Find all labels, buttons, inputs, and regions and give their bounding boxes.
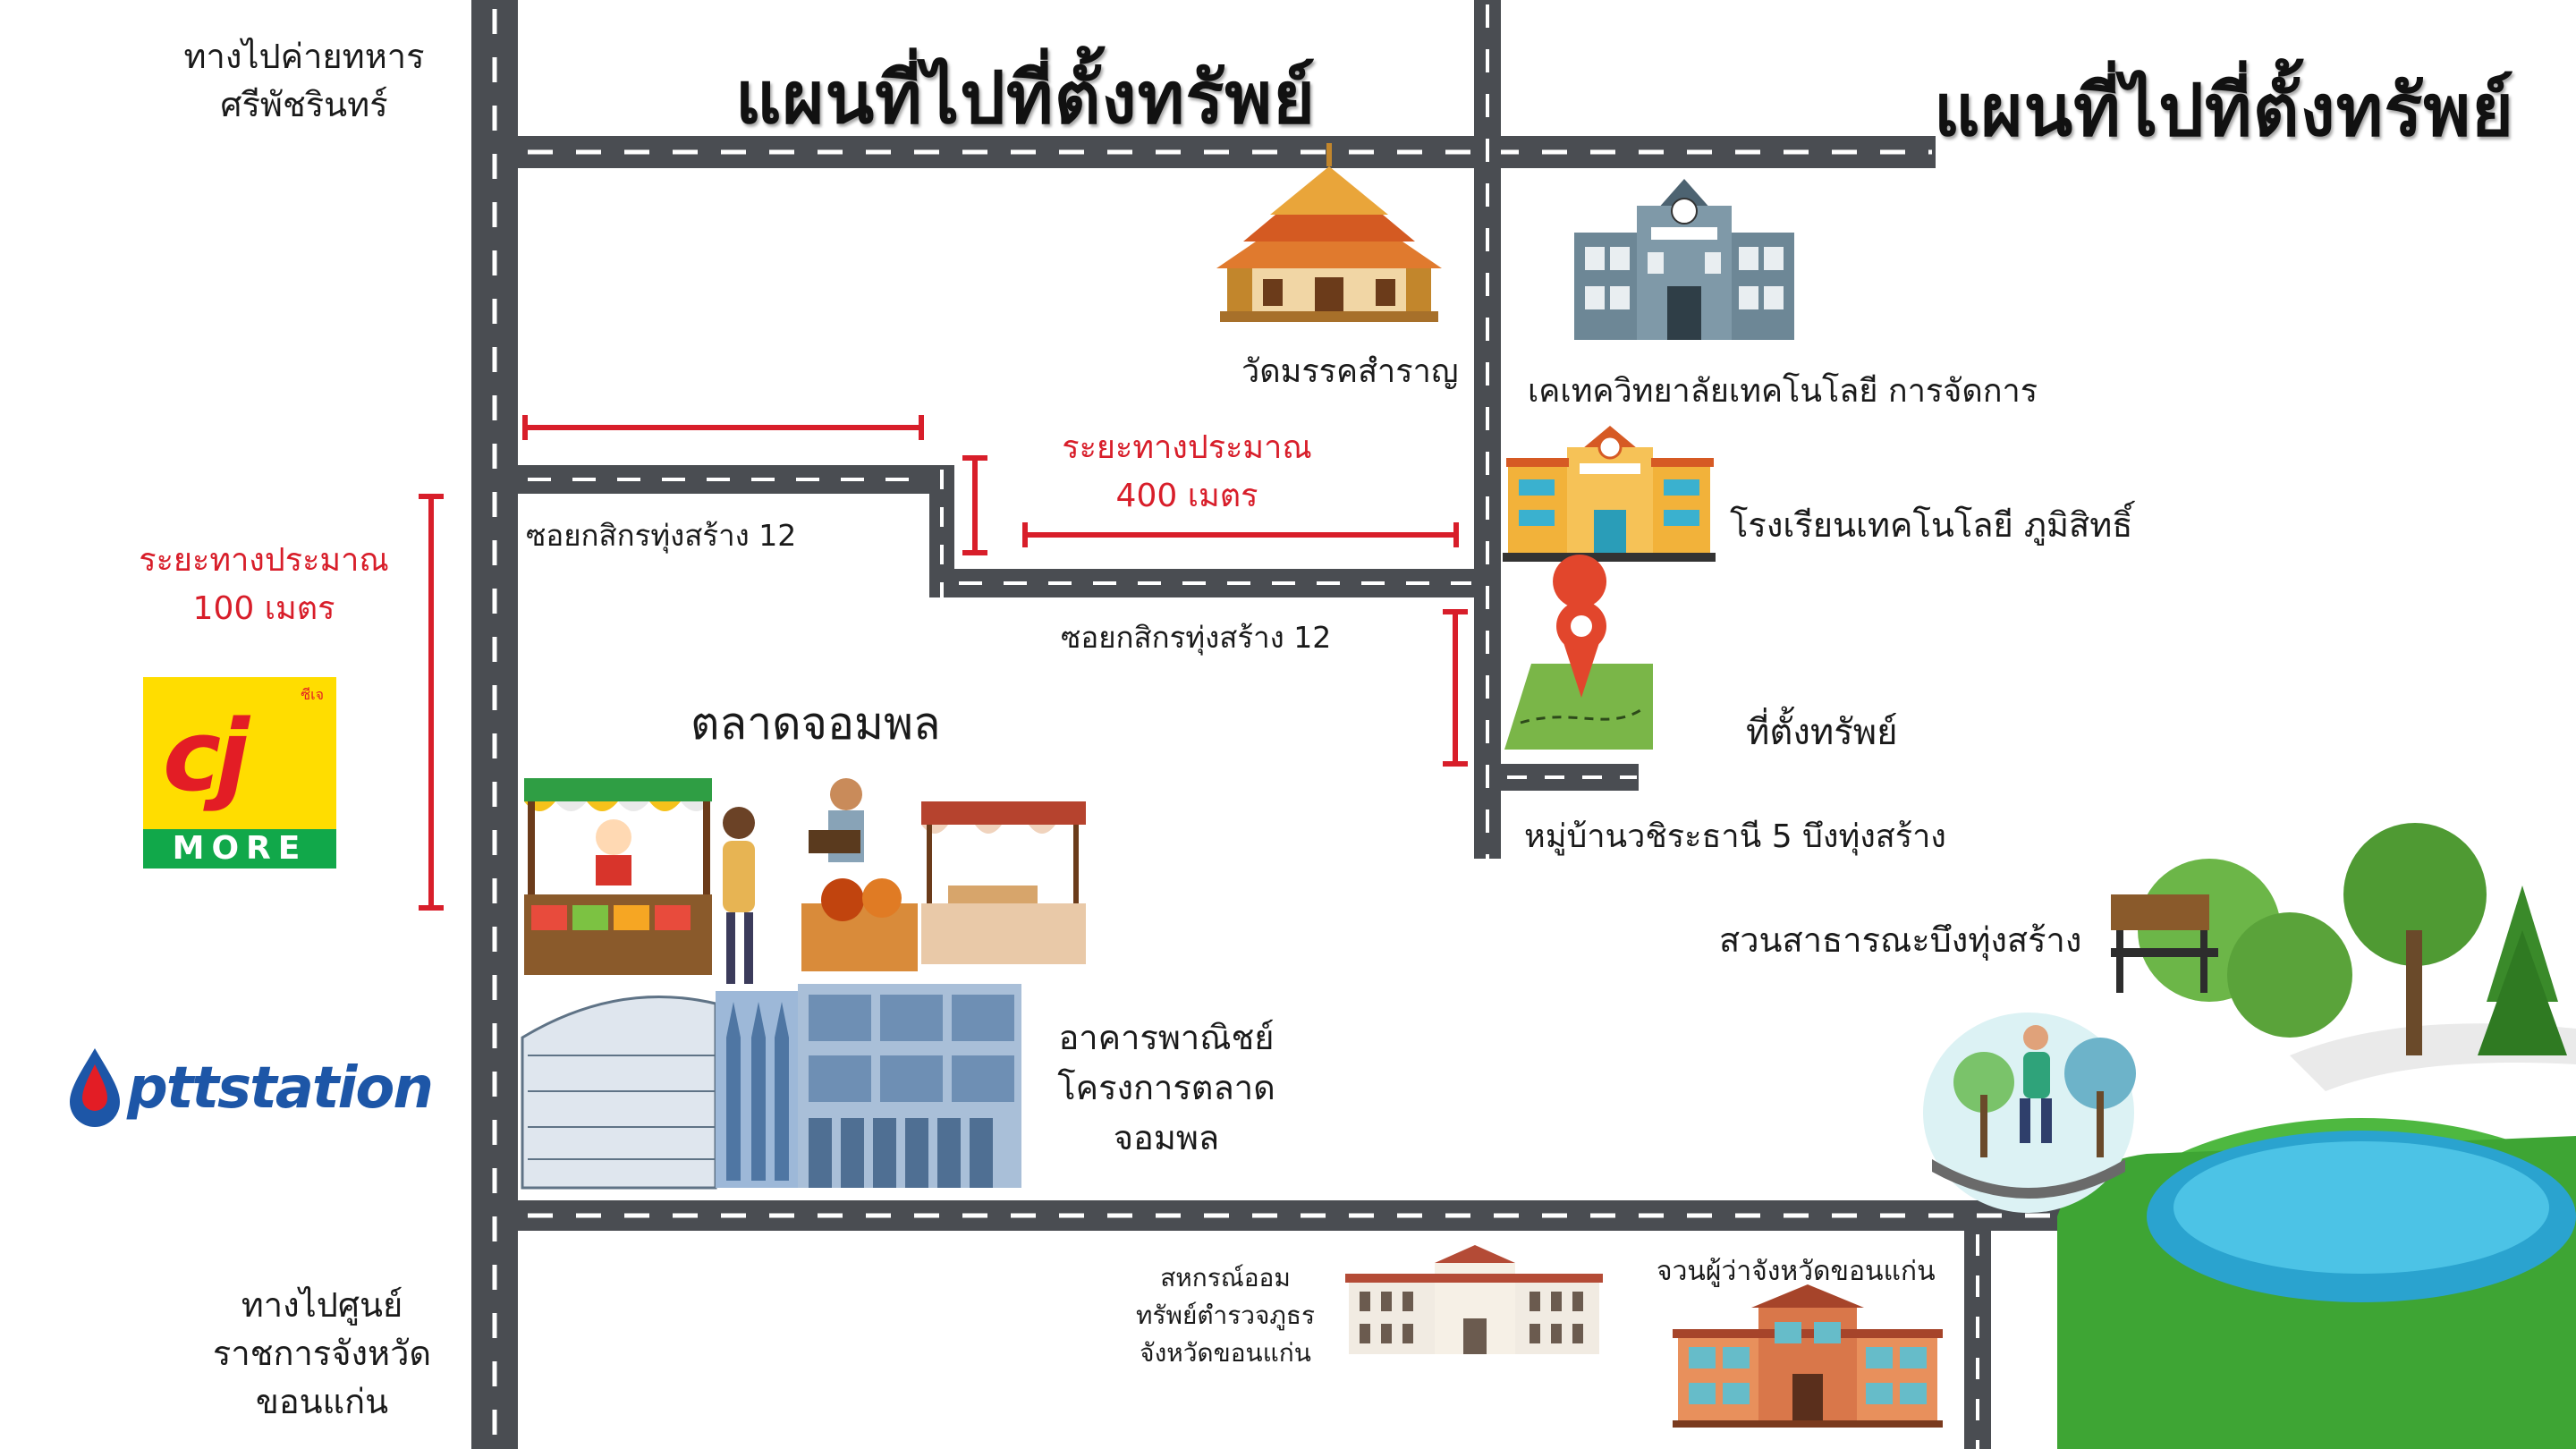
commercial-line2: โครงการตลาด [1057, 1068, 1275, 1107]
distance-marker-upper-vertical [962, 455, 987, 555]
ptt-drop-icon [70, 1048, 120, 1127]
ptt-station-text: pttstation [127, 1055, 434, 1122]
place-label-village: หมู่บ้านวชิระธานี 5 บึงทุ่งสร้าง [1524, 818, 1946, 855]
place-label-school: โรงเรียนเทคโนโลยี ภูมิสิทธิ์ [1730, 505, 2133, 545]
place-label-college: เคเทควิทยาลัยเทคโนโลยี การจัดการ [1528, 373, 2038, 410]
coop-line3: จังหวัดขอนแก่น [1140, 1338, 1311, 1368]
market-illustration [524, 778, 1086, 984]
place-label-temple: วัดมรรคสำราญ [1241, 353, 1459, 390]
direction-to-government-line2: ราชการจังหวัด [212, 1334, 432, 1373]
place-label-commercial: อาคารพาณิชย์ โครงการตลาด จอมพล [1041, 1013, 1292, 1163]
direction-to-camp-line1: ทางไปค่ายทหาร [183, 37, 425, 76]
distance-400m-line1: ระยะทางประมาณ [1062, 429, 1312, 466]
distance-marker-400m [1022, 522, 1459, 547]
cj-more-logo: ซีเจ cj MORE [143, 677, 336, 869]
distance-label-100m: ระยะทางประมาณ 100 เมตร [125, 537, 402, 633]
direction-to-government-line3: ขอนแก่น [255, 1382, 389, 1421]
distance-100m-line1: ระยะทางประมาณ [139, 542, 389, 579]
distance-marker-property-vertical [1443, 609, 1468, 767]
cooperative-building-icon [1345, 1245, 1603, 1354]
road-soi-lower [954, 569, 1474, 597]
map-title-left: แผนที่ไปที่ตั้งทรัพย์ [735, 56, 1316, 140]
road-property-stub [1501, 764, 1639, 791]
place-label-property: ที่ตั้งทรัพย์ [1746, 712, 1898, 753]
commercial-line3: จอมพล [1113, 1118, 1220, 1157]
road-bottom-vertical [1964, 1231, 1991, 1449]
road-network [471, 0, 2074, 1449]
distance-marker-100m [419, 494, 444, 911]
road-bottom-horizontal [518, 1200, 2074, 1231]
road-middle-vertical [1474, 0, 1501, 859]
college-icon [1574, 179, 1794, 340]
coop-line2: ทรัพย์ตำรวจภูธร [1135, 1301, 1316, 1330]
road-soi-connector [929, 465, 954, 597]
cj-thai-text: ซีเจ [301, 686, 324, 703]
direction-to-camp: ทางไปค่ายทหาร ศรีพัชรินทร์ [161, 32, 447, 129]
coop-line1: สหกรณ์ออม [1160, 1263, 1291, 1292]
governor-residence-icon [1673, 1284, 1943, 1428]
school-icon [1503, 426, 1716, 562]
cj-more-text: MORE [143, 829, 336, 869]
place-label-market: ตลาดจอมพล [691, 698, 941, 750]
distance-label-400m: ระยะทางประมาณ 400 เมตร [1048, 424, 1326, 521]
place-label-park: สวนสาธารณะบึงทุ่งสร้าง [1719, 920, 2082, 960]
place-label-governor: จวนผู้ว่าจังหวัดขอนแก่น [1657, 1256, 1936, 1287]
road-label-soi-lower: ซอยกสิกรทุ่งสร้าง 12 [1061, 620, 1332, 655]
place-label-coop: สหกรณ์ออม ทรัพย์ตำรวจภูธร จังหวัดขอนแก่น [1118, 1259, 1333, 1372]
direction-to-government: ทางไปศูนย์ ราชการจังหวัด ขอนแก่น [179, 1281, 465, 1426]
commercial-building-illustration [521, 984, 1021, 1190]
road-main-vertical [471, 0, 518, 1449]
direction-to-camp-line2: ศรีพัชรินทร์ [220, 85, 388, 124]
road-soi-upper [518, 465, 929, 494]
property-location-icon [1504, 555, 1653, 750]
cj-mark: cj [163, 699, 250, 813]
distance-100m-line2: 100 เมตร [192, 590, 335, 627]
park-illustration [1923, 823, 2576, 1449]
map-title-right: แผนที่ไปที่ตั้งทรัพย์ [1934, 69, 2514, 152]
commercial-line1: อาคารพาณิชย์ [1058, 1018, 1275, 1057]
road-top-horizontal [518, 136, 1936, 168]
distance-marker-upper-horizontal [522, 415, 924, 440]
distance-400m-line2: 400 เมตร [1115, 478, 1258, 514]
road-label-soi-upper: ซอยกสิกรทุ่งสร้าง 12 [526, 518, 797, 553]
temple-icon [1216, 143, 1442, 322]
direction-to-government-line1: ทางไปศูนย์ [241, 1285, 403, 1325]
